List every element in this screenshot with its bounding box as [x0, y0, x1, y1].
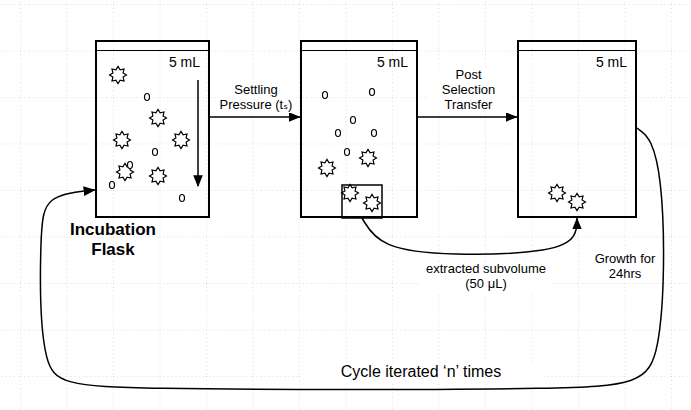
process-arrow — [210, 116, 300, 118]
edge-label: Cycle iterated ‘n’ times — [300, 363, 542, 381]
cell-cluster — [342, 185, 359, 202]
cell-cluster — [549, 185, 566, 202]
incubation-flask: 5 mLIncubation Flask — [95, 40, 210, 218]
cell-cluster — [110, 67, 127, 84]
single-cell — [180, 195, 185, 202]
step-note: Growth for 24hrs — [594, 252, 656, 282]
single-cell — [145, 94, 150, 101]
single-cell — [370, 89, 375, 96]
incubation-flask: 5 mL — [300, 40, 418, 218]
process-arrow — [418, 116, 517, 118]
single-cell — [372, 130, 377, 137]
cell-cluster — [569, 194, 586, 211]
volume-label: 5 mL — [169, 54, 200, 70]
flask-title: Incubation Flask — [57, 220, 169, 259]
edge-label: extracted subvolume (50 μL) — [420, 262, 552, 292]
cell-cluster — [319, 160, 336, 177]
single-cell — [110, 182, 115, 189]
cell-cluster — [114, 132, 131, 149]
process-arrow — [40, 128, 663, 390]
cell-cluster — [364, 195, 381, 212]
liquid-surface — [519, 50, 635, 51]
single-cell — [345, 149, 350, 156]
volume-label: 5 mL — [377, 54, 408, 70]
single-cell — [128, 162, 133, 169]
liquid-surface — [97, 50, 208, 51]
volume-label: 5 mL — [596, 54, 627, 70]
single-cell — [351, 117, 356, 124]
single-cell — [153, 149, 158, 156]
edge-label: Post Selection Transfer — [428, 68, 510, 113]
settling-arrow — [197, 80, 199, 186]
edge-label: Settling Pressure (tₛ) — [216, 83, 296, 113]
cell-cluster — [150, 110, 167, 127]
incubation-flask: 5 mL — [517, 40, 637, 218]
selection-box — [342, 185, 382, 218]
cell-cluster — [173, 132, 190, 149]
single-cell — [323, 92, 328, 99]
cell-cluster — [360, 150, 377, 167]
liquid-surface — [302, 50, 416, 51]
process-arrow — [362, 218, 577, 254]
cell-cluster — [150, 168, 167, 185]
single-cell — [336, 130, 341, 137]
